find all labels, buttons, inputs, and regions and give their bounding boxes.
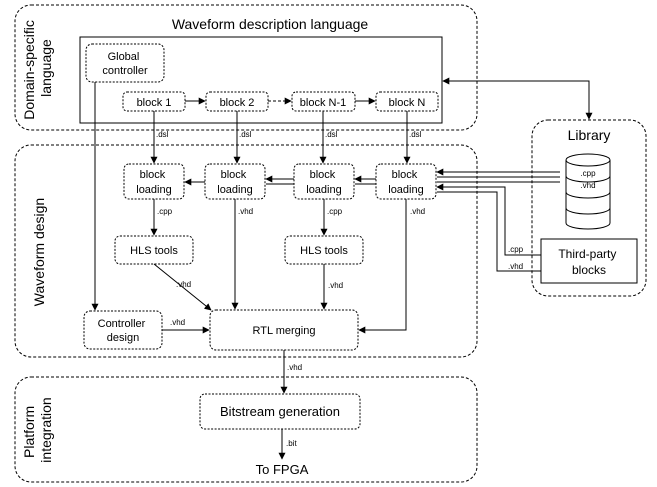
wdl-block-1-label: block 1 <box>137 97 172 109</box>
label-dsl-1: .dsl <box>156 130 169 139</box>
db-label-vhd: .vhd <box>580 181 595 190</box>
hls-tools-2-label: HLS tools <box>300 245 348 257</box>
global-controller-label: Global controller <box>102 51 148 77</box>
block-loading-1-label: block loading <box>136 169 171 196</box>
bitstream-generation-label: Bitstream generation <box>220 404 340 419</box>
third-party-blocks-box <box>540 238 638 284</box>
database-icon <box>565 153 611 230</box>
arrow-wdl-library <box>442 77 593 120</box>
arrow-hls1-rtl <box>153 263 212 311</box>
block-loading-2 <box>204 163 266 200</box>
label-bitstream-fpga: .bit <box>286 439 297 448</box>
label-rtl-bitstream: .vhd <box>287 363 302 372</box>
wdl-block-n-1-label: block N-1 <box>300 97 346 109</box>
wdl-block-1 <box>122 91 186 112</box>
controller-design-label: Controller design <box>98 318 149 344</box>
hls-tools-1 <box>114 235 194 265</box>
arrow-tp-cpp <box>436 183 541 256</box>
hls-tools-1-label: HLS tools <box>130 245 178 257</box>
panel-library <box>531 119 647 297</box>
label-hls1-rtl: .vhd <box>176 280 191 289</box>
label-bl2-rtl: .vhd <box>238 207 253 216</box>
block-loading-2-label: block loading <box>217 169 252 196</box>
library-title: Library <box>568 127 611 143</box>
global-controller-box <box>85 43 165 83</box>
wdl-title: Waveform description language <box>172 16 369 32</box>
rtl-merging-label: RTL merging <box>253 325 316 337</box>
label-cpp-hls2: .cpp <box>327 207 343 216</box>
panel-title-platform-integration: Platform integration <box>21 397 54 462</box>
panel-title-waveform-design: Waveform design <box>31 198 47 306</box>
arrow-tp-vhd <box>437 191 541 272</box>
wdl-block-n-label: block N <box>389 97 426 109</box>
db-label-cpp: .cpp <box>580 169 596 178</box>
block-loading-4 <box>375 163 437 200</box>
label-controller-rtl: .vhd <box>170 318 185 327</box>
label-dsl-4: .dsl <box>409 130 422 139</box>
label-cpp-hls1: .cpp <box>157 207 173 216</box>
block-loading-3 <box>293 163 355 200</box>
bitstream-generation-box <box>199 393 361 430</box>
panel-waveform-design <box>14 144 478 358</box>
to-fpga-label: To FPGA <box>256 462 309 477</box>
label-dsl-3: .dsl <box>325 130 338 139</box>
label-bl4-rtl: .vhd <box>410 207 425 216</box>
wdl-block-2-label: block 2 <box>220 97 255 109</box>
label-tp-vhd: .vhd <box>508 262 523 271</box>
wdl-block-2 <box>205 91 269 112</box>
wdl-box <box>79 36 443 124</box>
wdl-block-n <box>375 91 439 112</box>
label-dsl-2: .dsl <box>239 130 252 139</box>
arrow-bl4-rtl <box>358 199 407 334</box>
panel-platform-integration <box>14 376 478 483</box>
label-hls2-rtl: .vhd <box>328 281 343 290</box>
label-tp-cpp: .cpp <box>508 245 524 254</box>
block-loading-3-label: block loading <box>306 169 341 196</box>
block-loading-4-label: block loading <box>388 169 423 196</box>
panel-domain-specific-language <box>14 4 478 131</box>
hls-tools-2 <box>284 235 364 265</box>
block-loading-1 <box>123 163 185 200</box>
panel-title-domain-specific-language: Domain-specific language <box>21 16 54 119</box>
third-party-blocks-label: Third-party blocks <box>558 247 619 277</box>
